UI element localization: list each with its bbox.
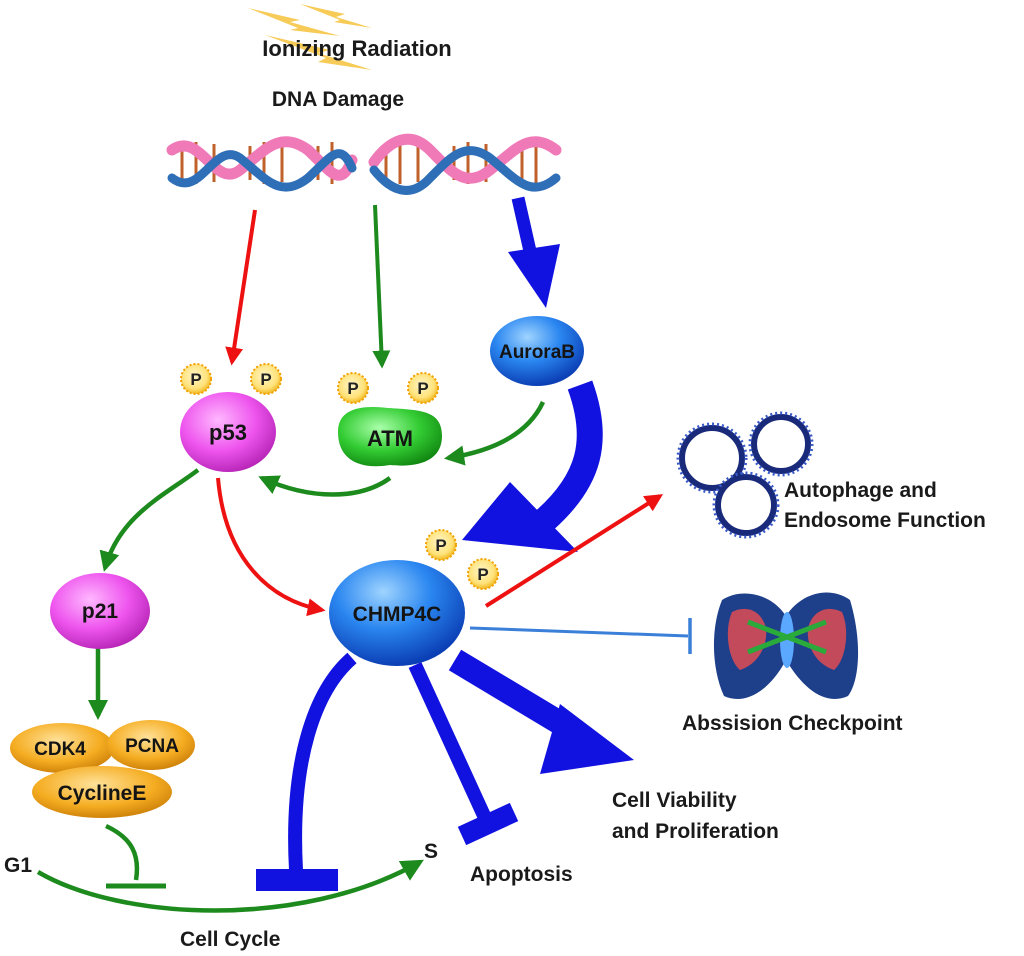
apoptosis-label: Apoptosis	[470, 863, 573, 886]
cell-viability-label-line1: Cell Viability	[612, 789, 737, 812]
cdk4-label: CDK4	[34, 739, 86, 760]
chmp4c-inhibits-abscission	[469, 618, 692, 654]
p53-label: p53	[209, 420, 247, 445]
cell-cycle-arrow	[36, 859, 424, 913]
atm-phospho-left: P	[337, 372, 369, 404]
abscission-checkpoint-label: Abssision Checkpoint	[682, 712, 903, 735]
g1-label: G1	[4, 854, 32, 877]
svg-text:P: P	[417, 379, 428, 398]
svg-text:P: P	[190, 370, 201, 389]
chmp4c-to-viability-arrow	[448, 649, 634, 774]
chmp4c-to-autophage-arrow	[484, 494, 664, 608]
p53-phospho-left: P	[180, 363, 212, 395]
svg-text:P: P	[477, 565, 488, 584]
lightning-icon	[248, 4, 372, 70]
atm-node: ATM	[338, 407, 442, 467]
cyclin-e-node: CyclineE	[32, 766, 172, 818]
cell-cycle-label: Cell Cycle	[180, 928, 280, 951]
chmp4c-node: CHMP4C	[329, 560, 465, 666]
dna-to-aurorab-arrow	[508, 196, 560, 308]
svg-text:P: P	[435, 536, 446, 555]
aurorab-node: AuroraB	[490, 316, 584, 386]
dna-helix-left-icon	[166, 136, 358, 192]
p53-to-p21-arrow	[99, 468, 200, 572]
dividing-cell-icon	[713, 592, 859, 699]
aurorab-label: AuroraB	[499, 342, 575, 363]
p53-phospho-right: P	[250, 363, 282, 395]
atm-phospho-right: P	[407, 372, 439, 404]
chmp4c-inhibits-cell-cycle	[256, 652, 357, 891]
autophage-label-line1: Autophage and	[784, 479, 937, 502]
chmp4c-phospho-top: P	[425, 529, 457, 561]
vesicles-icon	[676, 411, 814, 539]
cyclin-e-label: CyclineE	[58, 782, 147, 805]
cdk4-node: CDK4	[10, 723, 114, 773]
dna-to-atm-arrow	[372, 204, 391, 369]
chmp4c-phospho-right: P	[467, 558, 499, 590]
svg-text:P: P	[260, 370, 271, 389]
aurorab-to-atm-arrow	[443, 401, 546, 466]
s-phase-label: S	[424, 840, 438, 863]
svg-text:P: P	[347, 379, 358, 398]
dna-to-p53-arrow	[225, 209, 257, 366]
p21-label: p21	[82, 600, 119, 623]
autophage-label-line2: Endosome Function	[784, 509, 986, 532]
cyclin-inhibits-cell-cycle	[105, 823, 166, 889]
chmp4c-label: CHMP4C	[353, 603, 442, 626]
p21-node: p21	[50, 573, 150, 649]
chmp4c-inhibits-apoptosis	[408, 662, 519, 846]
p53-node: p53	[180, 392, 276, 472]
atm-label: ATM	[367, 426, 413, 451]
ionizing-radiation-label: Ionizing Radiation	[262, 36, 451, 61]
dna-helix-right-icon	[368, 133, 562, 195]
pcna-label: PCNA	[125, 736, 179, 757]
dna-damage-label: DNA Damage	[272, 88, 404, 111]
p53-to-chmp4c-arrow	[216, 477, 326, 617]
aurorab-to-chmp4c-arrow	[462, 380, 603, 552]
cell-viability-label-line2: and Proliferation	[612, 820, 779, 843]
pcna-node: PCNA	[107, 720, 195, 770]
atm-to-p53-arrow	[258, 475, 392, 497]
